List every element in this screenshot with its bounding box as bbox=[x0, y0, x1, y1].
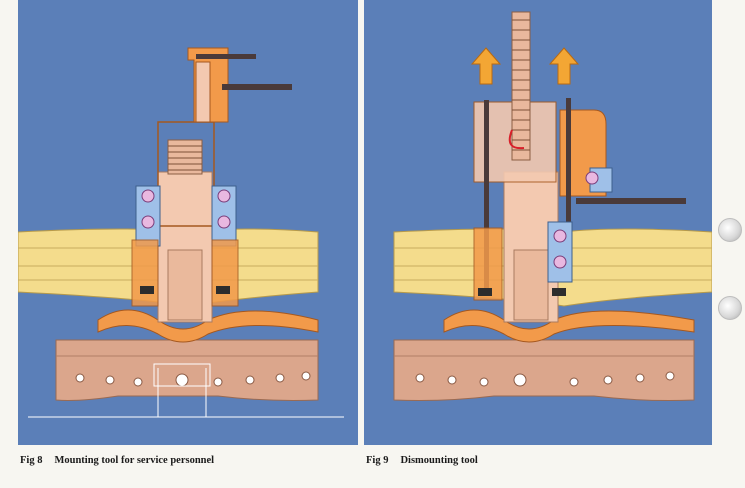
handle-bar-side bbox=[222, 84, 292, 90]
tool-wave bbox=[443, 309, 695, 343]
threaded-spindle bbox=[511, 11, 531, 161]
puller-rod-right bbox=[566, 98, 571, 224]
base-holes bbox=[75, 371, 311, 387]
figure-9-text: Dismounting tool bbox=[400, 455, 478, 466]
figure-8-text: Mounting tool for service personnel bbox=[54, 455, 215, 466]
mounting-tool-illustration bbox=[18, 47, 344, 418]
figure-9-number: Fig 9 bbox=[366, 455, 389, 466]
figure-8-panel bbox=[18, 0, 358, 445]
puller-rod-left bbox=[484, 100, 489, 290]
dismounting-tool-illustration bbox=[393, 11, 712, 401]
base-block bbox=[393, 339, 695, 401]
figure-8-number: Fig 8 bbox=[20, 455, 43, 466]
handle-bar-top bbox=[196, 54, 256, 59]
figure-9-caption: Fig 9 Dismounting tool bbox=[366, 455, 478, 466]
base-holes bbox=[415, 371, 675, 387]
up-arrow-icon bbox=[548, 47, 580, 85]
up-arrow-icon bbox=[470, 47, 502, 85]
figure-9-panel bbox=[364, 0, 712, 445]
figure-8-caption: Fig 8 Mounting tool for service personnel bbox=[20, 455, 214, 466]
base-block bbox=[55, 339, 319, 401]
bearing-balls bbox=[553, 229, 567, 269]
handle-bar-side bbox=[576, 198, 686, 204]
binder-hole-icon bbox=[718, 296, 742, 320]
binder-hole-icon bbox=[718, 218, 742, 242]
bearing-balls bbox=[141, 189, 231, 229]
